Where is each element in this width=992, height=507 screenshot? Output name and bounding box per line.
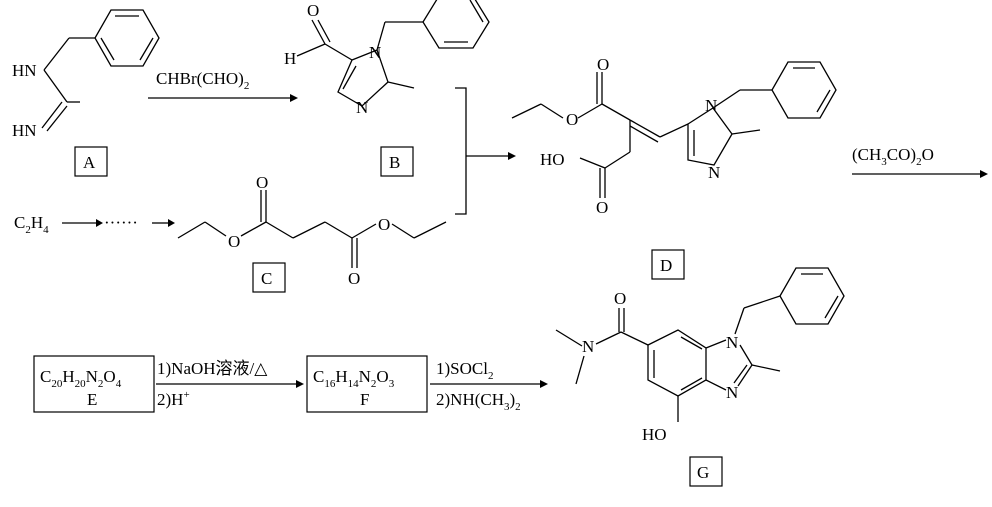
label-box-c: [252, 262, 286, 293]
reagent-fg1: 1)SOCl2: [436, 359, 493, 382]
label-b: B: [389, 153, 400, 172]
formula-f: C16H14N2O3: [313, 367, 395, 390]
bracket: [455, 87, 467, 215]
arrowhead-f-g: [540, 380, 548, 388]
atom-o-d2: O: [566, 110, 578, 129]
dots: ······: [104, 213, 138, 232]
arrowhead-d-e: [980, 170, 988, 178]
box-e: [33, 355, 155, 413]
reagent-c2h4: C2H4: [14, 213, 49, 236]
atom-o-c1: O: [256, 173, 268, 192]
label-box-d: [651, 249, 685, 280]
arrowhead-a-b: [290, 94, 298, 102]
label-box-b: [380, 146, 414, 177]
label-a: A: [83, 153, 96, 172]
atom-n-amide: N: [582, 337, 594, 356]
compound-a: HN HN: [12, 9, 160, 140]
reagent-ef2: 2)H+: [157, 389, 190, 409]
atom-n1-g: N: [726, 333, 738, 352]
arrowhead-bc-d: [508, 152, 516, 160]
label-e: E: [87, 390, 97, 409]
atom-hn-bottom: HN: [12, 121, 37, 140]
atom-n3: N: [356, 98, 368, 117]
reagent-ef1: 1)NaOH溶液/△: [157, 359, 268, 378]
label-d: D: [660, 256, 672, 275]
formula-e: C20H20N2O4: [40, 367, 122, 390]
reagent-ab: CHBr(CHO)2: [156, 69, 249, 92]
atom-ho-g: HO: [642, 425, 667, 444]
atom-o-c2: O: [228, 232, 240, 251]
label-g: G: [697, 463, 709, 482]
compound-d: O O HO O N N: [511, 55, 837, 217]
reagent-fg2: 2)NH(CH3)2: [436, 390, 521, 413]
atom-o: O: [307, 1, 319, 20]
atom-o-c3: O: [348, 269, 360, 288]
arrowhead-dots: [168, 219, 175, 227]
reagent-de: (CH3CO)2O: [852, 145, 934, 168]
atom-n3-d: N: [708, 163, 720, 182]
atom-n3-g: N: [726, 383, 738, 402]
atom-ho-d: HO: [540, 150, 565, 169]
atom-o-c4: O: [378, 215, 390, 234]
compound-g: O N N N HO: [555, 267, 845, 444]
label-box-a: [74, 146, 108, 177]
label-f: F: [360, 390, 369, 409]
arrowhead-e-f: [296, 380, 304, 388]
atom-o-d3: O: [596, 198, 608, 217]
box-f: [306, 355, 428, 413]
atom-hn-top: HN: [12, 61, 37, 80]
label-c: C: [261, 269, 272, 288]
label-box-g: [689, 456, 723, 487]
atom-h: H: [284, 49, 296, 68]
arrowhead-c2h4: [96, 219, 103, 227]
compound-b: O H N N: [284, 0, 490, 117]
atom-o-g: O: [614, 289, 626, 308]
compound-c: O O O O: [177, 173, 447, 288]
atom-n1-d: N: [705, 96, 717, 115]
atom-o-d1: O: [597, 55, 609, 74]
atom-n1: N: [369, 43, 381, 62]
